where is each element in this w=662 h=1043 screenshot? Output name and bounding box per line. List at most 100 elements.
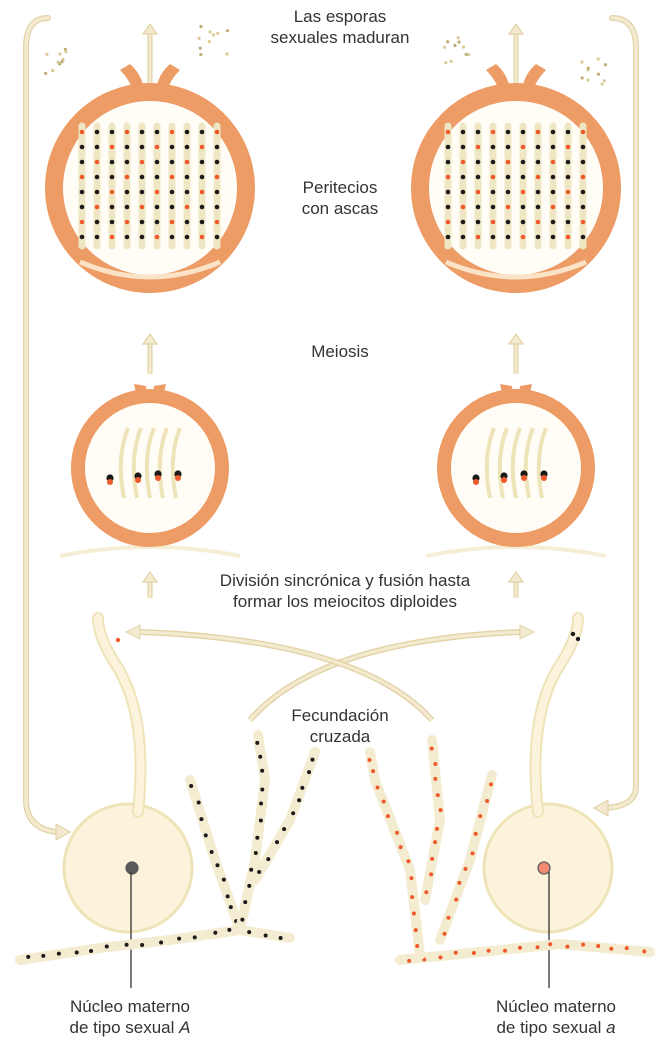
ascospore (140, 145, 145, 150)
curved-arrow-icon (56, 824, 70, 840)
hyphal-base (60, 547, 240, 556)
nucleus-dot (57, 952, 61, 956)
ascospore (521, 175, 526, 180)
ascospore (506, 175, 511, 180)
ascospore (125, 235, 130, 240)
ascospore (506, 130, 511, 135)
nucleus-dot (249, 868, 253, 872)
nucleus-dot (409, 876, 413, 880)
ascospore (476, 130, 481, 135)
ascospore (200, 160, 205, 165)
ascospore (110, 190, 115, 195)
nucleus-dot (255, 836, 259, 840)
ascospore (462, 45, 465, 48)
ascospore (125, 145, 130, 150)
nucleus-dot (257, 870, 261, 874)
nucleus-dot (412, 911, 416, 915)
ascospore (581, 235, 586, 240)
ascospore (461, 235, 466, 240)
ascospore (215, 130, 220, 135)
ascospore (603, 79, 606, 82)
nucleus-dot (625, 946, 629, 950)
nucleus-dot (596, 944, 600, 948)
ascospore (536, 235, 541, 240)
ascospore (536, 190, 541, 195)
ascospore (491, 160, 496, 165)
ascospore (521, 205, 526, 210)
nucleus-dot (227, 928, 231, 932)
ascospore (110, 235, 115, 240)
ascospore (185, 205, 190, 210)
nucleus-dot (310, 758, 314, 762)
nucleus-dot (447, 916, 451, 920)
ascospore (491, 190, 496, 195)
ascospore (446, 220, 451, 225)
ascospore (185, 175, 190, 180)
nucleus-dot (279, 936, 283, 940)
ascospore (536, 205, 541, 210)
ascospore (461, 160, 466, 165)
ascospore (604, 63, 607, 66)
nucleus-dot (435, 827, 439, 831)
ascospore (536, 160, 541, 165)
nucleus-dot (478, 814, 482, 818)
label-nucleus-A-letter: A (179, 1018, 190, 1037)
trichogyne-fill (98, 618, 141, 812)
ascospore (566, 235, 571, 240)
ascospore (476, 175, 481, 180)
upward-arrow-icon (509, 334, 523, 374)
ascospore (566, 205, 571, 210)
ascospore (536, 145, 541, 150)
ascospore (170, 235, 175, 240)
ascospore (581, 205, 586, 210)
nucleus-dot (433, 762, 437, 766)
nucleus-dot (581, 943, 585, 947)
label-nucleus-A-prefix: de tipo sexual (70, 1018, 180, 1037)
nucleus-dot (204, 833, 208, 837)
nucleus-dot (414, 928, 418, 932)
perithecium-wall (444, 396, 588, 540)
ascospore (450, 60, 453, 63)
upward-arrow-icon (143, 334, 157, 374)
ascospore (140, 190, 145, 195)
ascospore (521, 220, 526, 225)
ascospore (443, 46, 446, 49)
upward-arrow-icon (509, 24, 523, 84)
ascospore (95, 175, 100, 180)
ascospore (491, 220, 496, 225)
label-nucleus-a-prefix: de tipo sexual (496, 1018, 606, 1037)
nucleus-dot (215, 863, 219, 867)
ascospore (80, 235, 85, 240)
ascospore (215, 220, 220, 225)
nucleus-dot (503, 949, 507, 953)
hypha-strand (20, 930, 290, 960)
ascospore (45, 53, 48, 56)
nucleus-dot (266, 857, 270, 861)
left-loop-arrow (26, 18, 56, 832)
nucleus-dot (376, 786, 380, 790)
label-maternal-nucleus-A: Núcleo materno de tipo sexual A (40, 996, 220, 1038)
ascospore (170, 160, 175, 165)
nucleus-dot (457, 881, 461, 885)
left-loop-arrow-fill (26, 18, 56, 832)
ascospore (215, 145, 220, 150)
trichogyne-fill (536, 618, 579, 812)
ascospore (476, 235, 481, 240)
nucleus-dot (565, 945, 569, 949)
ascospore (95, 220, 100, 225)
nucleus-dot (430, 857, 434, 861)
nucleus-dot (260, 788, 264, 792)
ascospore (215, 235, 220, 240)
ascospore (215, 175, 220, 180)
nucleus-dot (26, 955, 30, 959)
ascospore (80, 145, 85, 150)
ascospore (80, 205, 85, 210)
label-nucleus-a-line1: Núcleo materno (466, 996, 646, 1017)
ascospore (491, 130, 496, 135)
nucleus-dot (307, 770, 311, 774)
ascospore (125, 130, 130, 135)
ascospore (199, 47, 202, 50)
ascospore (491, 235, 496, 240)
label-fertilization-line1: Fecundación (260, 705, 420, 726)
